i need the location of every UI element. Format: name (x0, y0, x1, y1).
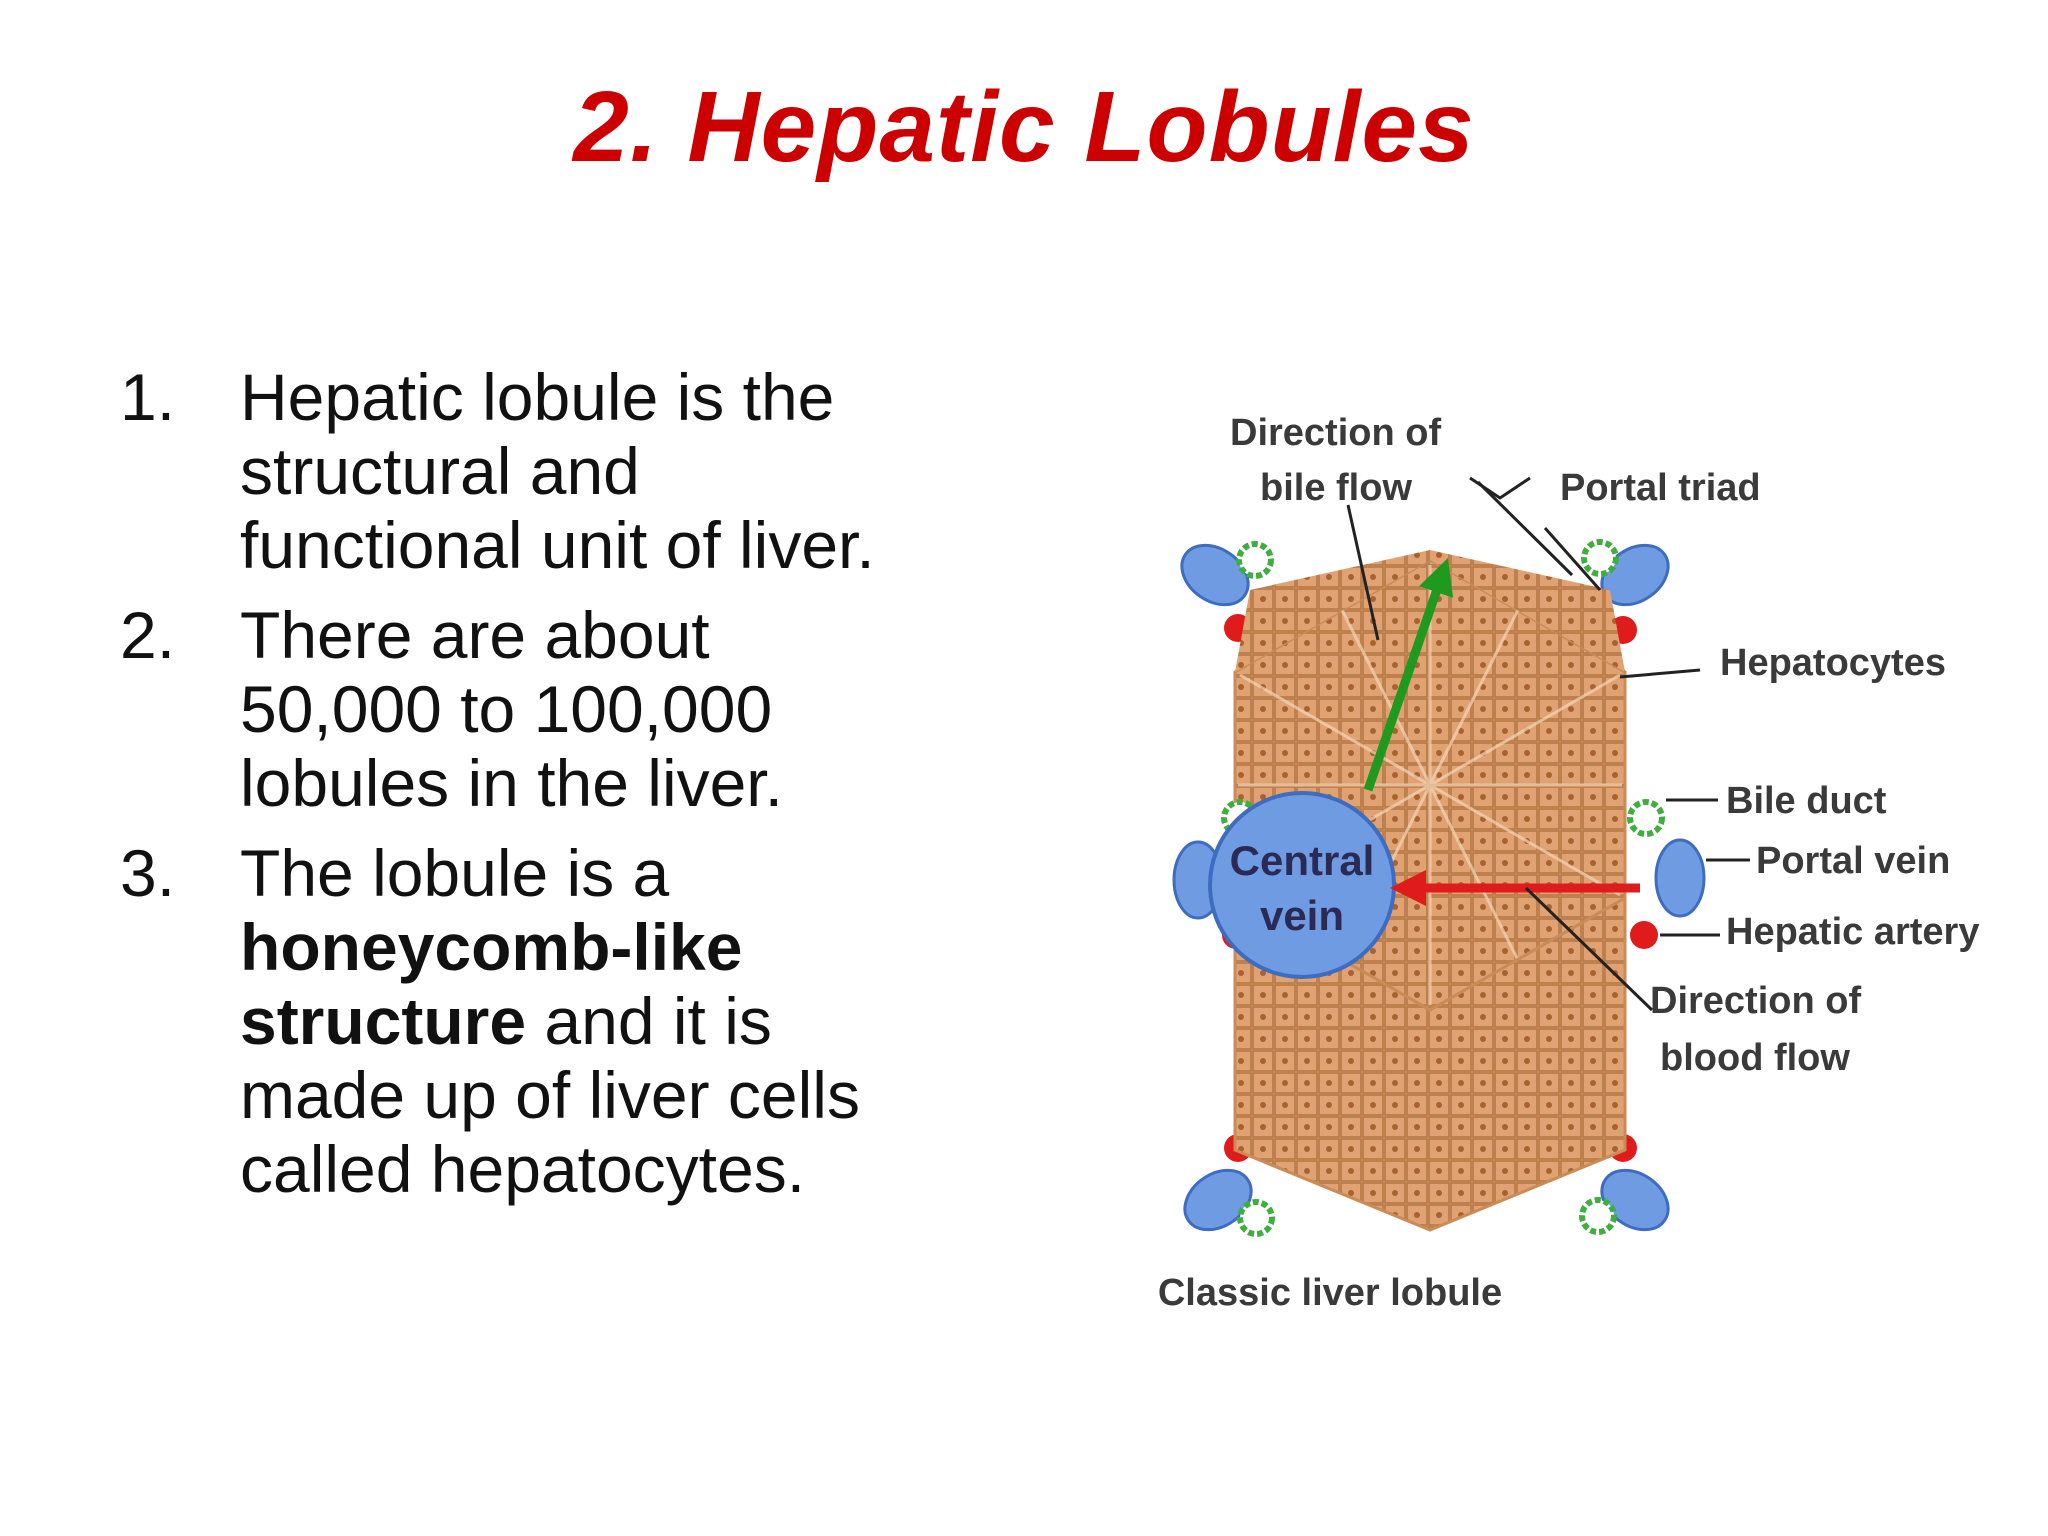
portal-triad-right (1627, 799, 1706, 949)
hepatocyte-lobule-lower (1233, 895, 1627, 1232)
hepatocyte-lobule-upper (1235, 550, 1625, 672)
bullet-number: 1. (120, 360, 176, 434)
bullet-item: 2. There are about 50,000 to 100,000 lob… (120, 598, 920, 820)
bullet-number: 2. (120, 598, 176, 672)
bullet-text: Hepatic lobule is the structural and fun… (240, 360, 875, 582)
label-bile-duct: Bile duct (1726, 780, 1887, 822)
bullet-text-bold: honeycomb-like structure (240, 910, 743, 1058)
label-blood-flow-2: blood flow (1660, 1037, 1850, 1079)
slide-title: 2. Hepatic Lobules (573, 71, 1475, 183)
bile-duct (1579, 1197, 1617, 1235)
bile-duct (1627, 799, 1665, 837)
liver-lobule-diagram: Direction of bile flow Portal triad Hepa… (1158, 412, 1980, 1314)
label-portal-triad: Portal triad (1560, 467, 1761, 509)
bullet-text-plain: The lobule is a (240, 836, 670, 910)
bullet-number: 3. (120, 836, 176, 910)
bullet-text: The lobule is a honeycomb-like structure… (240, 836, 860, 1206)
bullet-item: 1. Hepatic lobule is the structural and … (120, 360, 920, 582)
bile-duct (1236, 541, 1274, 579)
bile-flow-arrow (1363, 557, 1454, 792)
hepatic-artery (1630, 921, 1658, 949)
diagram-caption: Classic liver lobule (1158, 1272, 1502, 1314)
bullet-text-plain: Hepatic lobule is the structural and fun… (240, 360, 875, 582)
leader-lines (1346, 476, 1750, 1012)
label-portal-vein: Portal vein (1756, 840, 1950, 882)
bullet-text: There are about 50,000 to 100,000 lobule… (240, 598, 783, 820)
bullet-text-plain: There are about 50,000 to 100,000 lobule… (240, 598, 783, 820)
bullet-list: 1. Hepatic lobule is the structural and … (120, 360, 920, 1222)
portal-vein (1180, 543, 1250, 607)
bullet-item: 3. The lobule is a honeycomb-like struct… (120, 836, 920, 1206)
portal-vein (1183, 1168, 1253, 1232)
label-hepatocytes: Hepatocytes (1720, 642, 1946, 684)
label-central-vein-1: Central (1230, 837, 1375, 884)
label-blood-flow-1: Direction of (1650, 980, 1861, 1022)
bile-duct (1581, 539, 1619, 577)
bile-duct (1237, 1199, 1275, 1237)
bullet-text-plain: and it is made up of liver cells called … (240, 984, 860, 1206)
label-bile-flow-2: bile flow (1260, 467, 1412, 509)
label-bile-flow-1: Direction of (1230, 412, 1441, 454)
portal-vein (1654, 838, 1706, 918)
portal-triad-top-left (1180, 541, 1274, 642)
central-vein-circle (1208, 791, 1396, 979)
portal-vein (1600, 1168, 1670, 1232)
label-central-vein-2: vein (1260, 892, 1344, 939)
label-hepatic-artery: Hepatic artery (1726, 911, 1979, 953)
